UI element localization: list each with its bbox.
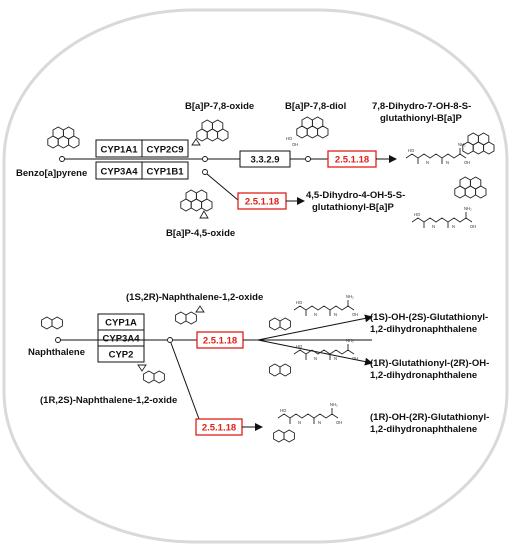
top-product-2-structure-icon	[411, 176, 487, 230]
top-product-2-line2: glutathionyl-B[a]P	[312, 202, 394, 213]
top-substrate-label: Benzo[a]pyrene	[16, 168, 87, 179]
svg-text:HO: HO	[286, 136, 293, 141]
epoxide-1r2s-label: (1R,2S)-Naphthalene-1,2-oxide	[40, 395, 177, 406]
bottom-product-1-line2: 1,2-dihydronaphthalene	[370, 324, 477, 335]
ec-gst-label-bottom-2: 2.5.1.18	[202, 423, 236, 434]
bap-78-oxide-structure-icon	[191, 119, 229, 146]
diol-label: B[a]P-7,8-diol	[285, 101, 346, 112]
ec-gst-label-bottom-1: 2.5.1.18	[203, 336, 237, 347]
ec-hydrolase-label: 3.3.2.9	[250, 155, 279, 166]
benzopyrene-structure-icon	[47, 126, 80, 149]
top-enzyme-grid: CYP1A1 CYP2C9 CYP3A4 CYP1B1	[95, 139, 189, 180]
bottom-substrate-label: Naphthalene	[28, 347, 85, 358]
bottom-enzyme-stack: CYP1A CYP3A4 CYP2	[97, 313, 145, 363]
enzyme-cyp3a4-bottom: CYP3A4	[103, 334, 141, 345]
epoxide-45-label: B[a]P-4,5-oxide	[166, 228, 235, 239]
ec-gst-label-top-2: 2.5.1.18	[245, 197, 279, 208]
enzyme-cyp1a1: CYP1A1	[101, 145, 139, 156]
ec-gst-label-top-1: 2.5.1.18	[335, 155, 369, 166]
enzyme-cyp3a4: CYP3A4	[101, 167, 139, 178]
bottom-product-3-line1: (1R)-OH-(2R)-Glutathionyl-	[370, 412, 489, 423]
enzyme-cyp2: CYP2	[109, 350, 134, 361]
enzyme-cyp1b1: CYP1B1	[147, 167, 185, 178]
bottom-product-3-structure-icon	[273, 401, 343, 443]
top-product-2-line1: 4,5-Dihydro-4-OH-5-S-	[306, 190, 405, 201]
bottom-product-1-line1: (1S)-OH-(2S)-Glutathionyl-	[370, 312, 488, 323]
bottom-product-2-line1: (1R)-Glutathionyl-(2R)-OH-	[370, 358, 489, 369]
epoxide-78-label: B[a]P-7,8-oxide	[185, 101, 254, 112]
enzyme-cyp2c9: CYP2C9	[147, 145, 184, 156]
bap-45-oxide-structure-icon	[180, 189, 213, 219]
bottom-product-2-structure-icon	[269, 337, 359, 377]
naphthalene-1r2s-oxide-structure-icon	[137, 364, 165, 384]
enzyme-cyp1a: CYP1A	[105, 318, 137, 329]
naphthalene-structure-icon	[41, 316, 63, 330]
top-product-1-line2: glutathionyl-B[a]P	[380, 113, 462, 124]
naphthalene-1s2r-oxide-structure-icon	[175, 305, 205, 325]
bottom-product-1-structure-icon	[269, 293, 359, 331]
top-product-1-structure-icon	[405, 132, 495, 166]
epoxide-1s2r-label: (1S,2R)-Naphthalene-1,2-oxide	[126, 292, 263, 303]
diagram-frame	[2, 8, 509, 544]
top-product-1-line1: 7,8-Dihydro-7-OH-8-S-	[372, 101, 471, 112]
bottom-product-3-line2: 1,2-dihydronaphthalene	[370, 424, 477, 435]
svg-text:OH: OH	[292, 142, 298, 147]
bottom-product-2-line2: 1,2-dihydronaphthalene	[370, 370, 477, 381]
